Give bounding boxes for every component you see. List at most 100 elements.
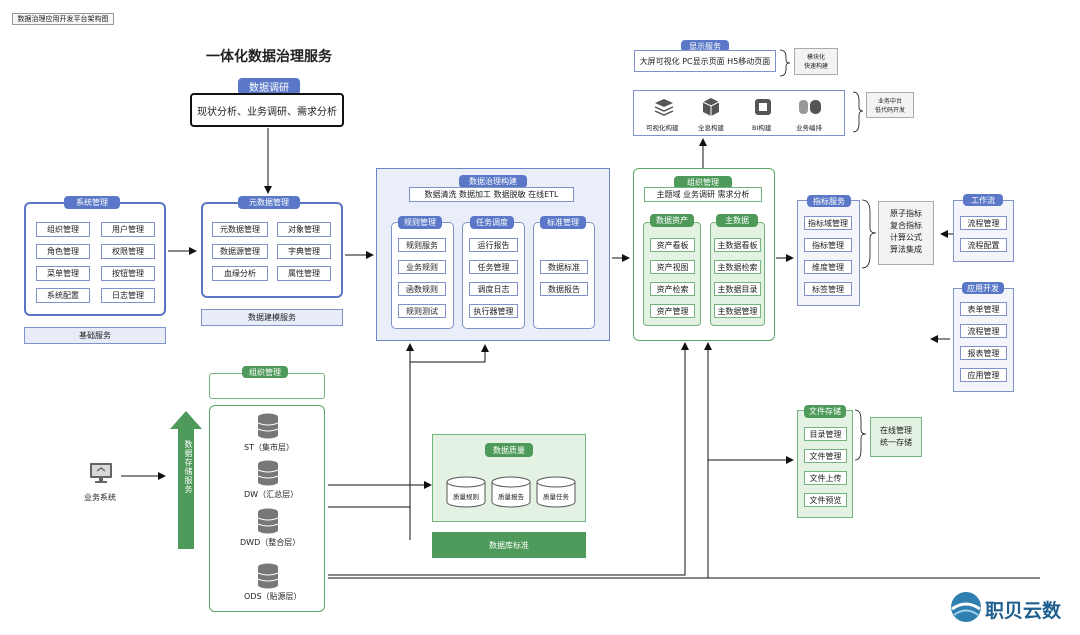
warehouse-org-title: 组织管理 bbox=[242, 366, 288, 378]
master-item[interactable]: 主数据检索 bbox=[714, 260, 761, 274]
system-item[interactable]: 组织管理 bbox=[36, 222, 90, 237]
research-box: 现状分析、业务调研、需求分析 bbox=[190, 93, 344, 127]
task-item[interactable]: 任务管理 bbox=[469, 260, 518, 274]
display-note: 模块化 快速构建 bbox=[794, 48, 838, 75]
data-storage-arrow bbox=[170, 411, 202, 549]
master-title: 主数据 bbox=[716, 214, 758, 227]
display-note-line2: 快速构建 bbox=[803, 63, 828, 70]
system-item[interactable]: 权限管理 bbox=[101, 244, 155, 259]
database-icon bbox=[257, 460, 279, 486]
modeling-services-label: 数据建模服务 bbox=[201, 309, 343, 326]
monitor-icon bbox=[89, 462, 113, 484]
tasks-title: 任务调度 bbox=[470, 216, 514, 229]
appdev-item[interactable]: 流程管理 bbox=[960, 324, 1007, 338]
tools-note-line2: 低代码开发 bbox=[874, 107, 905, 114]
appdev-item[interactable]: 应用管理 bbox=[960, 368, 1007, 382]
workflow-item[interactable]: 流程管理 bbox=[960, 216, 1007, 230]
quality-item-label: 质量规则 bbox=[453, 493, 479, 501]
indicator-note-line: 原子指标 bbox=[890, 209, 922, 218]
master-item[interactable]: 主数据目录 bbox=[714, 282, 761, 296]
indicator-item[interactable]: 标签管理 bbox=[804, 282, 852, 296]
layer-label: DW（汇总层） bbox=[244, 490, 299, 499]
file-item[interactable]: 文件预览 bbox=[804, 493, 847, 507]
asset-item[interactable]: 资产视图 bbox=[650, 260, 695, 274]
tool-label: 可视化构建 bbox=[646, 124, 679, 132]
database-icon bbox=[257, 563, 279, 589]
rule-item[interactable]: 规则测试 bbox=[398, 304, 446, 318]
appdev-item[interactable]: 表单管理 bbox=[960, 302, 1007, 316]
visual-build-icon[interactable] bbox=[654, 98, 674, 116]
metadata-item[interactable]: 属性管理 bbox=[277, 266, 331, 281]
system-item[interactable]: 菜单管理 bbox=[36, 266, 90, 281]
appdev-item[interactable]: 报表管理 bbox=[960, 346, 1007, 360]
task-item[interactable]: 运行报告 bbox=[469, 238, 518, 252]
file-storage-note: 在线管理 统一存储 bbox=[870, 417, 922, 457]
quality-item-label: 质量任务 bbox=[543, 493, 569, 501]
main-title: 一体化数据治理服务 bbox=[206, 49, 332, 65]
research-content: 现状分析、业务调研、需求分析 bbox=[197, 106, 337, 118]
task-item[interactable]: 调度日志 bbox=[469, 282, 518, 296]
data-storage-label: 数据存储服务 bbox=[184, 440, 193, 494]
metadata-item[interactable]: 血缘分析 bbox=[212, 266, 268, 281]
metadata-item[interactable]: 对象管理 bbox=[277, 222, 331, 237]
governance-subtitle-box: 数据清洗 数据加工 数据脱敏 在线ETL bbox=[409, 187, 574, 202]
master-item[interactable]: 主数据看板 bbox=[714, 238, 761, 252]
bi-build-icon[interactable] bbox=[754, 97, 772, 117]
system-item[interactable]: 角色管理 bbox=[36, 244, 90, 259]
file-note-line2: 统一存储 bbox=[880, 438, 912, 447]
quality-item: 质量规则 bbox=[446, 476, 486, 508]
orchestration-icon[interactable] bbox=[798, 98, 822, 116]
asset-item[interactable]: 资产看板 bbox=[650, 238, 695, 252]
task-item[interactable]: 执行器管理 bbox=[469, 304, 518, 318]
layer-label: ST（集市层） bbox=[244, 443, 294, 452]
standard-item[interactable]: 数据标准 bbox=[540, 260, 588, 274]
system-item[interactable]: 用户管理 bbox=[101, 222, 155, 237]
governance-subtitle: 数据清洗 数据加工 数据脱敏 在线ETL bbox=[424, 190, 559, 199]
display-title: 显示服务 bbox=[681, 40, 729, 52]
holo-build-icon[interactable] bbox=[702, 97, 720, 117]
layer-label: ODS（贴源层） bbox=[244, 592, 302, 601]
indicator-title: 指标服务 bbox=[807, 195, 851, 207]
file-item[interactable]: 目录管理 bbox=[804, 427, 847, 441]
org-subtitle: 主题域 业务调研 需求分析 bbox=[656, 190, 750, 199]
org-subtitle-box: 主题域 业务调研 需求分析 bbox=[644, 187, 762, 202]
rule-item[interactable]: 规则服务 bbox=[398, 238, 446, 252]
asset-item[interactable]: 资产检索 bbox=[650, 282, 695, 296]
metadata-item[interactable]: 元数据管理 bbox=[212, 222, 268, 237]
indicator-item[interactable]: 指标管理 bbox=[804, 238, 852, 252]
rule-item[interactable]: 业务规则 bbox=[398, 260, 446, 274]
quality-item-label: 质量报告 bbox=[498, 493, 524, 501]
modeling-services-text: 数据建模服务 bbox=[248, 313, 296, 322]
tool-label: 全息构建 bbox=[698, 124, 724, 132]
rules-title: 规则管理 bbox=[398, 216, 442, 229]
quality-item: 质量任务 bbox=[536, 476, 576, 508]
indicator-note-line: 算法集成 bbox=[890, 245, 922, 254]
standards-panel bbox=[533, 222, 595, 329]
brand-name: 职贝云数 bbox=[985, 600, 1062, 622]
db-standard-label: 数据库标准 bbox=[489, 540, 529, 550]
system-item[interactable]: 日志管理 bbox=[101, 288, 155, 303]
indicator-item[interactable]: 指标域管理 bbox=[804, 216, 852, 230]
file-item[interactable]: 文件上传 bbox=[804, 471, 847, 485]
source-system-label: 业务系统 bbox=[84, 493, 116, 502]
standard-item[interactable]: 数据报告 bbox=[540, 282, 588, 296]
org-title: 组织管理 bbox=[674, 176, 732, 189]
rule-item[interactable]: 函数规则 bbox=[398, 282, 446, 296]
indicator-item[interactable]: 维度管理 bbox=[804, 260, 852, 274]
metadata-item[interactable]: 字典管理 bbox=[277, 244, 331, 259]
file-storage-title: 文件存储 bbox=[804, 405, 846, 418]
system-mgmt-title: 系统管理 bbox=[64, 196, 120, 209]
system-item[interactable]: 系统配置 bbox=[36, 288, 90, 303]
workflow-item[interactable]: 流程配置 bbox=[960, 238, 1007, 252]
system-item[interactable]: 按钮管理 bbox=[101, 266, 155, 281]
metadata-item[interactable]: 数据源管理 bbox=[212, 244, 268, 259]
asset-item[interactable]: 资产管理 bbox=[650, 304, 695, 318]
workflow-title: 工作流 bbox=[963, 194, 1003, 206]
file-item[interactable]: 文件管理 bbox=[804, 449, 847, 463]
page-tag: 数据治理应用开发平台架构图 bbox=[12, 13, 114, 25]
master-item[interactable]: 主数据管理 bbox=[714, 304, 761, 318]
standards-title: 标准管理 bbox=[540, 216, 586, 229]
assets-title: 数据资产 bbox=[650, 214, 694, 227]
tools-note-line1: 业务中台 bbox=[877, 98, 902, 105]
display-content: 大屏可视化 PC显示页面 H5移动页面 bbox=[639, 56, 771, 66]
